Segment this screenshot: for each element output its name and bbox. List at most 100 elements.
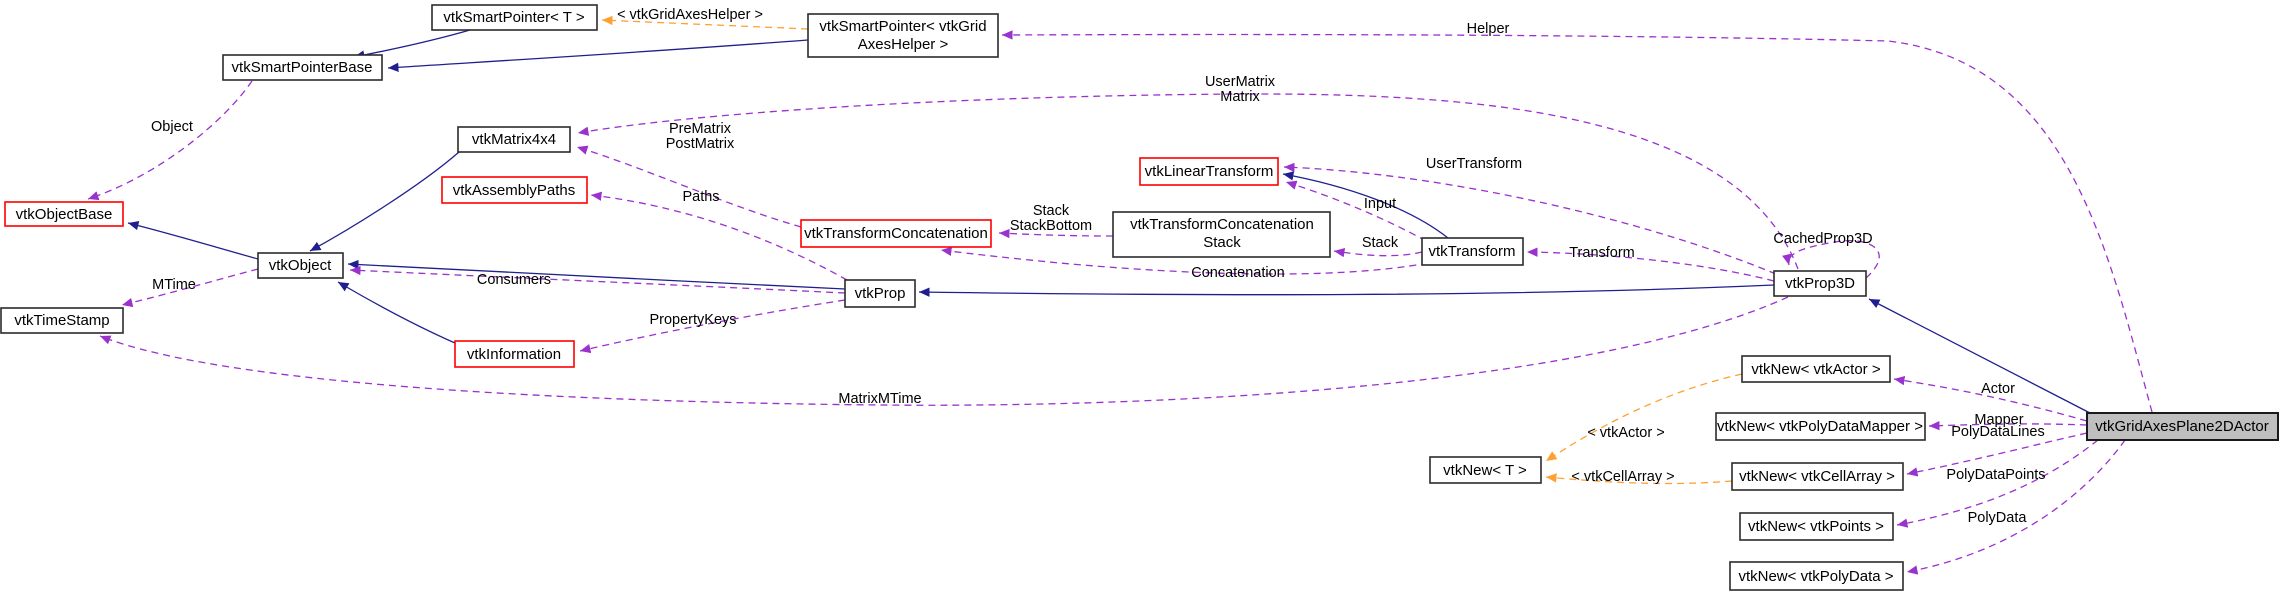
edge-label-mtime: MTime bbox=[152, 277, 196, 293]
class-label: vtkNew< vtkPoints > bbox=[1748, 518, 1884, 535]
edge-label-matrix: Matrix bbox=[1220, 89, 1260, 105]
edge-vtkObject-to-vtkObjectBase bbox=[127, 221, 259, 260]
class-node-vtkTransformConcatenation[interactable]: vtkTransformConcatenation bbox=[800, 219, 992, 248]
edge-vtkProp3D-to-vtkLinearTransform bbox=[1283, 162, 1777, 275]
class-label-line1: vtkTransformConcatenation bbox=[1130, 216, 1314, 233]
edge-label-consumers: Consumers bbox=[477, 272, 551, 288]
edge-label-input: Input bbox=[1364, 196, 1396, 212]
edge-vtkProp3D-self-cachedprop3d bbox=[1782, 240, 1880, 279]
edge-label-helper: Helper bbox=[1467, 21, 1510, 37]
class-node-vtkAssemblyPaths[interactable]: vtkAssemblyPaths bbox=[441, 176, 588, 204]
edge-label-paths: Paths bbox=[682, 189, 719, 205]
edge-vtkGridAxesPlane2DActor-to-vtkProp3D bbox=[1868, 298, 2091, 414]
edge-label-template-cellarray: < vtkCellArray > bbox=[1571, 469, 1674, 485]
edge-label-polydatapoints: PolyDataPoints bbox=[1946, 467, 2045, 483]
edge-label-actor: Actor bbox=[1981, 381, 2015, 397]
class-label: vtkLinearTransform bbox=[1145, 163, 1274, 180]
edge-vtkProp-to-vtkObject-consumers bbox=[349, 265, 846, 294]
class-label: vtkNew< vtkActor > bbox=[1751, 361, 1880, 378]
edge-vtkProp3D-to-vtkMatrix4x4 bbox=[577, 93, 1799, 270]
edge-vtkMatrix4x4-to-vtkObject bbox=[309, 151, 460, 252]
edge-label-concatenation: Concatenation bbox=[1191, 265, 1285, 281]
edge-label-polydata: PolyData bbox=[1968, 510, 2028, 526]
edge-label-stack-upper: Stack bbox=[1033, 203, 1070, 219]
class-label: vtkNew< vtkPolyData > bbox=[1738, 568, 1893, 585]
edge-vtkNewActor-to-vtkNewT bbox=[1545, 373, 1743, 462]
class-label-line2: AxesHelper > bbox=[858, 36, 949, 53]
class-label: vtkObjectBase bbox=[16, 206, 113, 223]
class-label: vtkAssemblyPaths bbox=[453, 182, 576, 199]
edge-vtkGridAxesPlane2DActor-to-vtkNewPolyDataMapper bbox=[1928, 420, 2088, 431]
edge-vtkProp3D-to-vtkTimeStamp bbox=[99, 296, 1789, 406]
edge-label-matrixmtime: MatrixMTime bbox=[838, 391, 921, 407]
edge-vtkTransformConcatenationStack-to-vtkTransformConcatenation bbox=[998, 228, 1114, 239]
edge-vtkTransform-to-vtkLinearTransform bbox=[1282, 171, 1449, 239]
class-node-vtkSmartPointerT[interactable]: vtkSmartPointer< T > bbox=[431, 4, 598, 31]
class-node-vtkMatrix4x4[interactable]: vtkMatrix4x4 bbox=[457, 126, 571, 153]
class-node-vtkLinearTransform[interactable]: vtkLinearTransform bbox=[1139, 157, 1279, 186]
edge-label-usermatrix: UserMatrix bbox=[1205, 74, 1276, 90]
class-node-vtkObject[interactable]: vtkObject bbox=[257, 252, 344, 279]
edge-label-prematrix: PreMatrix bbox=[669, 121, 732, 137]
edge-label-polydatalines: PolyDataLines bbox=[1951, 424, 2045, 440]
edge-label-stack: Stack bbox=[1362, 235, 1399, 251]
class-node-vtkGridAxesPlane2DActor[interactable]: vtkGridAxesPlane2DActor bbox=[2086, 412, 2279, 441]
edge-vtkSmartPointerGridAxesHelper-to-vtkSmartPointerBase bbox=[387, 39, 809, 72]
class-node-vtkNewPolyData[interactable]: vtkNew< vtkPolyData > bbox=[1729, 561, 1904, 591]
edge-vtkProp-to-vtkAssemblyPaths bbox=[590, 191, 848, 281]
edge-vtkTransform-to-vtkLinearTransform-input bbox=[1285, 180, 1427, 242]
class-node-vtkObjectBase[interactable]: vtkObjectBase bbox=[4, 201, 124, 227]
class-node-vtkNewPoints[interactable]: vtkNew< vtkPoints > bbox=[1739, 512, 1894, 541]
class-label: vtkNew< vtkCellArray > bbox=[1739, 468, 1895, 485]
edge-label-postmatrix: PostMatrix bbox=[666, 136, 735, 152]
edge-vtkGridAxesPlane2DActor-to-vtkNewActor bbox=[1893, 375, 2088, 422]
edge-layer bbox=[87, 15, 2153, 575]
edge-label-mapper: Mapper bbox=[1974, 412, 2023, 428]
class-label-line1: vtkSmartPointer< vtkGrid bbox=[819, 18, 986, 35]
edge-label-propertykeys: PropertyKeys bbox=[649, 312, 736, 328]
edge-label-layer: < vtkGridAxesHelper > Object MTime Consu… bbox=[151, 7, 2046, 526]
class-node-vtkSmartPointerGridAxesHelper[interactable]: vtkSmartPointer< vtkGrid AxesHelper > bbox=[807, 13, 999, 58]
class-label: vtkMatrix4x4 bbox=[472, 131, 556, 148]
class-node-vtkNewActor[interactable]: vtkNew< vtkActor > bbox=[1741, 355, 1891, 383]
class-node-vtkProp[interactable]: vtkProp bbox=[844, 279, 916, 308]
edge-vtkProp-to-vtkInformation bbox=[579, 299, 846, 354]
class-node-vtkSmartPointerBase[interactable]: vtkSmartPointerBase bbox=[222, 54, 383, 81]
class-label: vtkSmartPointer< T > bbox=[443, 9, 584, 26]
class-node-vtkNewT[interactable]: vtkNew< T > bbox=[1429, 456, 1542, 484]
edge-vtkSmartPointerGridAxesHelper-to-vtkSmartPointerT bbox=[601, 15, 809, 30]
edge-vtkTransform-to-vtkTransformConcatenation bbox=[940, 246, 1429, 275]
edge-label-object: Object bbox=[151, 119, 193, 135]
edge-label-template-gridaxeshelper: < vtkGridAxesHelper > bbox=[617, 7, 763, 23]
edge-label-transform: Transform bbox=[1569, 245, 1635, 261]
edge-vtkInformation-to-vtkObject bbox=[337, 281, 456, 344]
class-node-vtkProp3D[interactable]: vtkProp3D bbox=[1773, 270, 1867, 297]
node-layer: vtkSmartPointer< T > vtkSmartPointerBase… bbox=[0, 4, 2279, 591]
edge-vtkProp3D-to-vtkTransform bbox=[1526, 247, 1775, 282]
class-label: vtkNew< T > bbox=[1443, 462, 1527, 479]
edge-label-cachedprop3d: CachedProp3D bbox=[1773, 231, 1872, 247]
class-label: vtkNew< vtkPolyDataMapper > bbox=[1717, 418, 1923, 435]
class-node-vtkTransform[interactable]: vtkTransform bbox=[1421, 237, 1524, 266]
edge-vtkTransformConcatenation-to-vtkMatrix4x4 bbox=[576, 145, 802, 228]
class-label: vtkTimeStamp bbox=[14, 312, 109, 329]
edge-label-template-actor: < vtkActor > bbox=[1587, 425, 1664, 441]
class-node-vtkNewCellArray[interactable]: vtkNew< vtkCellArray > bbox=[1731, 462, 1904, 491]
class-node-vtkTimeStamp[interactable]: vtkTimeStamp bbox=[0, 307, 124, 334]
edge-vtkGridAxesPlane2DActor-to-vtkSmartPointerGridAxesHelper bbox=[1001, 30, 2153, 413]
class-label: vtkTransform bbox=[1429, 243, 1516, 260]
edge-label-stackbottom: StackBottom bbox=[1010, 218, 1092, 234]
edge-vtkGridAxesPlane2DActor-to-vtkNewPolyData bbox=[1906, 439, 2126, 575]
class-node-vtkNewPolyDataMapper[interactable]: vtkNew< vtkPolyDataMapper > bbox=[1715, 412, 1926, 441]
class-label-line2: Stack bbox=[1203, 234, 1241, 251]
class-label: vtkTransformConcatenation bbox=[804, 225, 988, 242]
class-node-vtkTransformConcatenationStack[interactable]: vtkTransformConcatenation Stack bbox=[1112, 211, 1331, 258]
class-label: vtkSmartPointerBase bbox=[232, 59, 373, 76]
class-label: vtkProp bbox=[855, 285, 906, 302]
class-node-vtkInformation[interactable]: vtkInformation bbox=[454, 340, 575, 368]
edge-vtkGridAxesPlane2DActor-to-vtkNewPoints bbox=[1896, 439, 2099, 528]
edge-vtkProp3D-to-vtkProp bbox=[918, 284, 1775, 297]
